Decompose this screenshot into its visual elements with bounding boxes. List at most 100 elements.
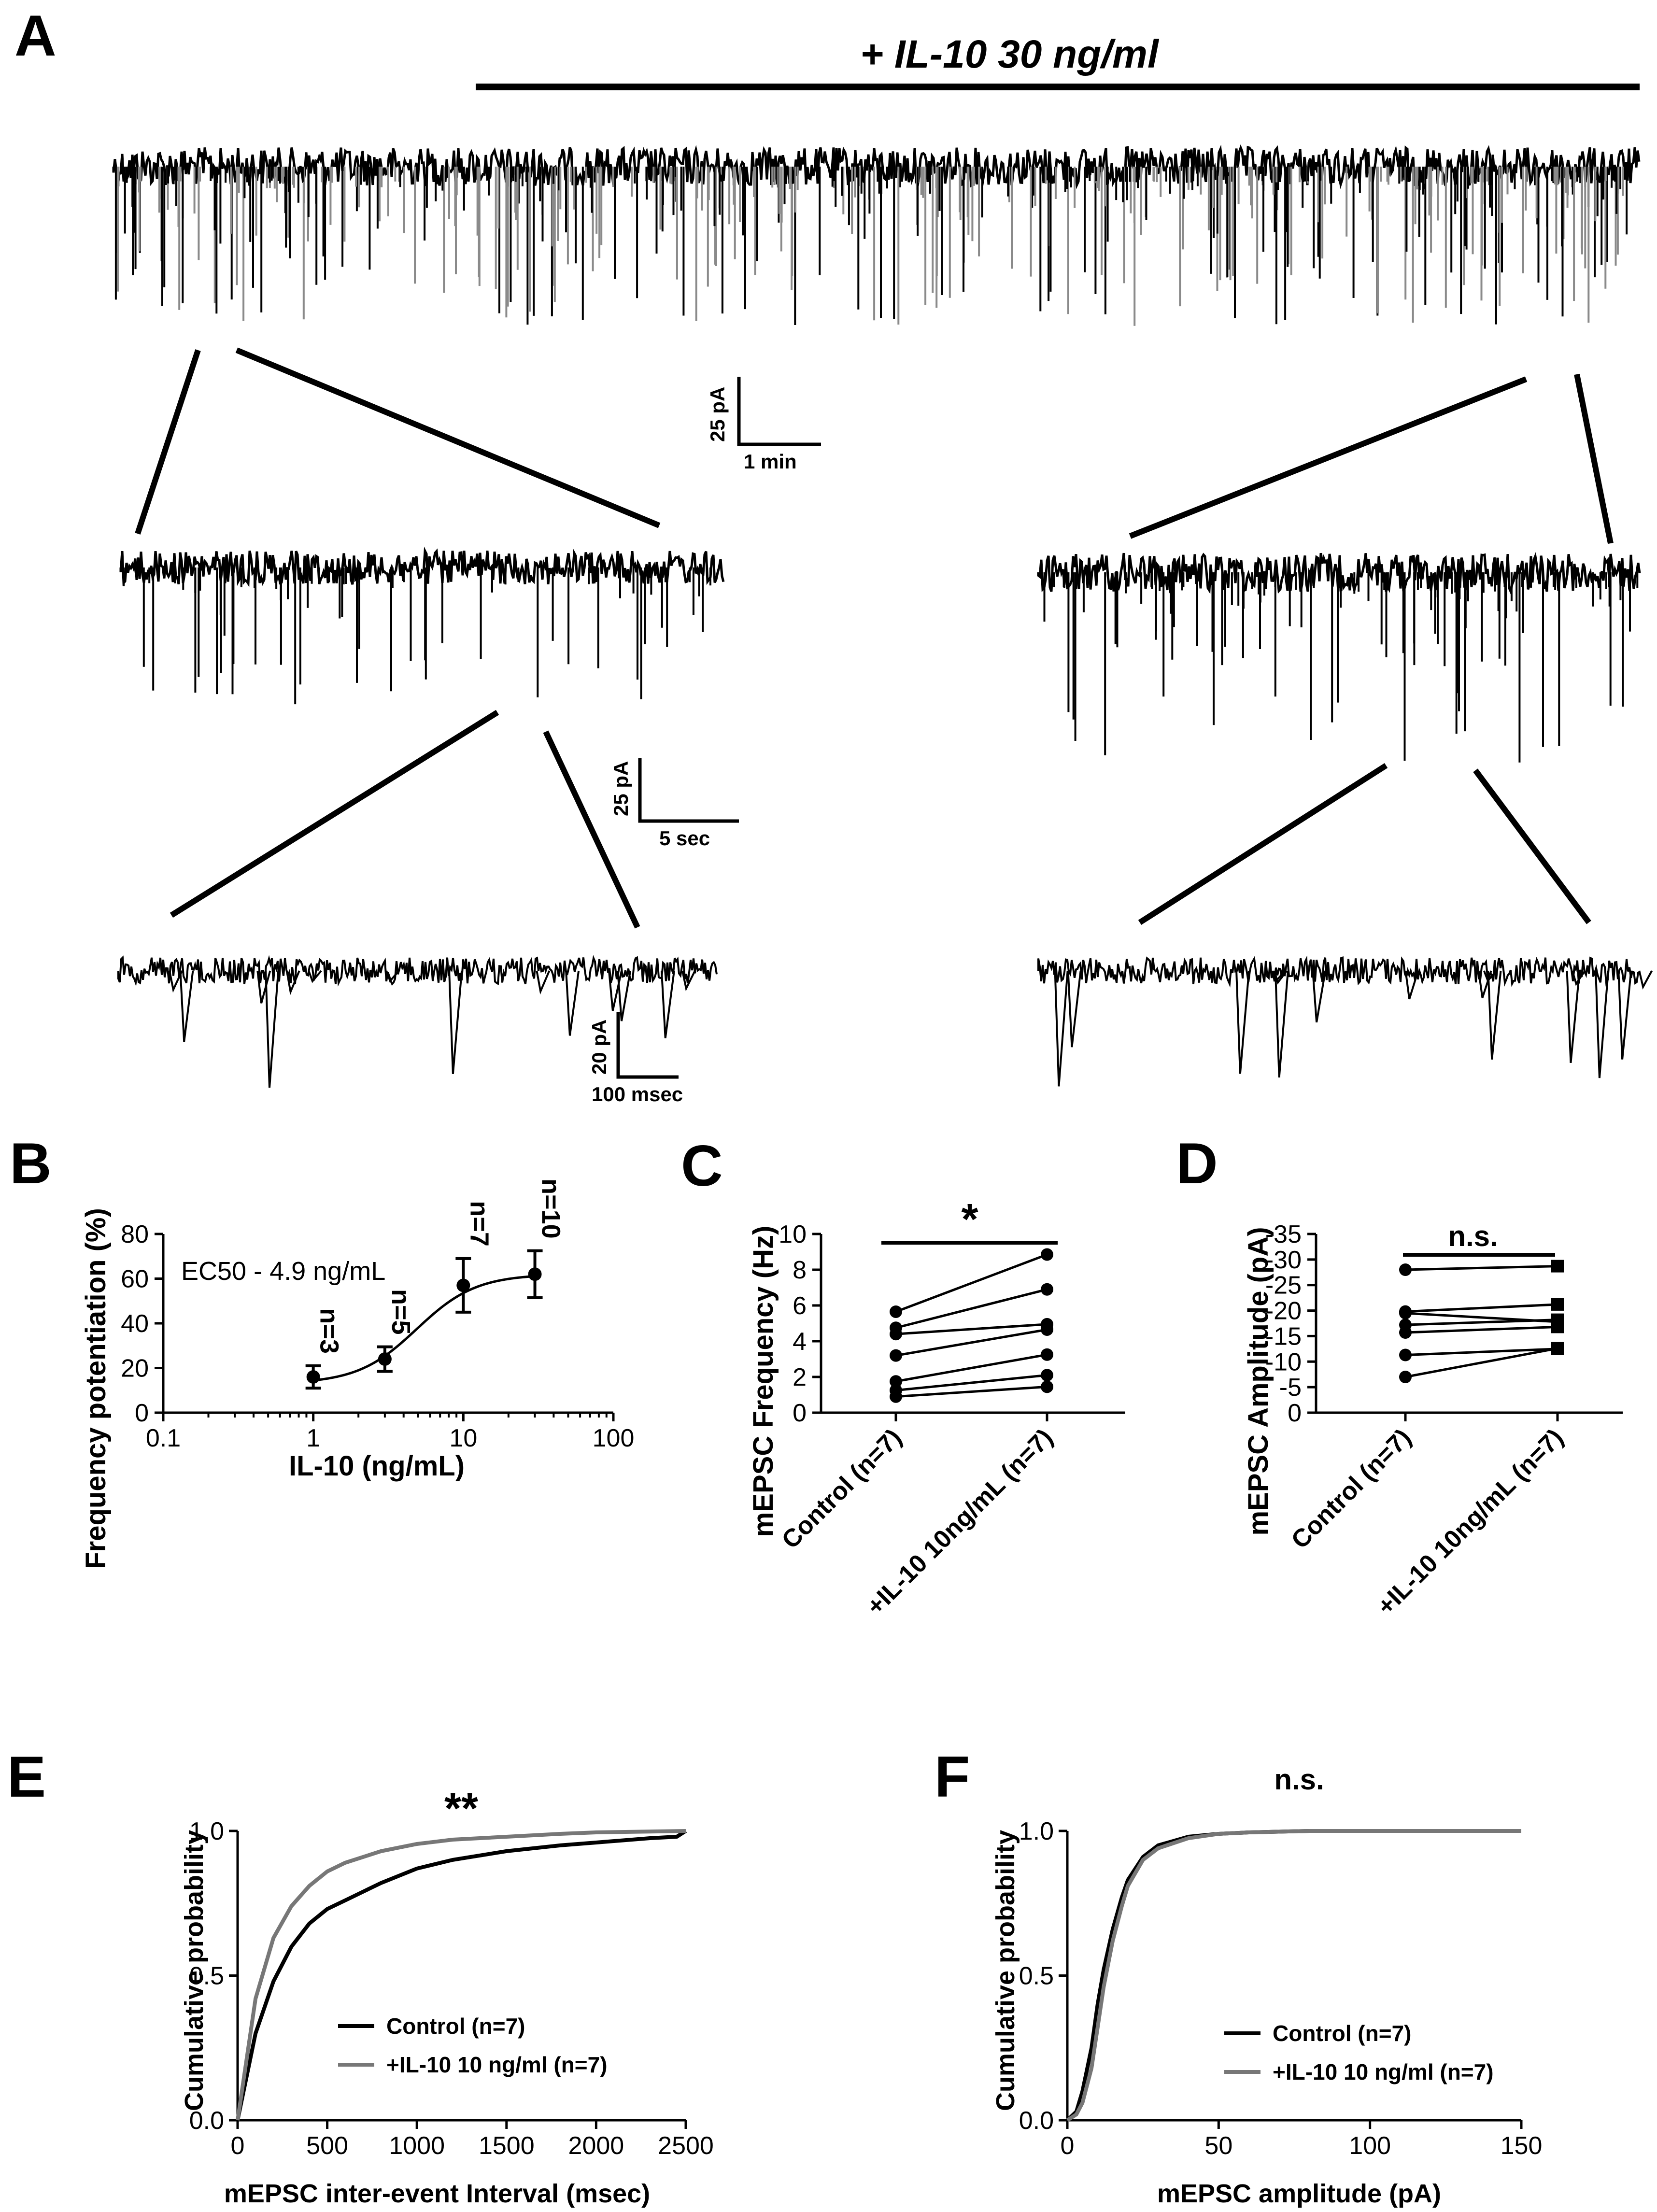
y-tick-label: 0.0: [1019, 2107, 1054, 2135]
x-tick-label: 50: [1204, 2132, 1232, 2160]
chart-d: mEPSC Amplitude (pA) n.s. 0-5-10-15-20-2…: [1243, 1220, 1623, 1621]
n-label: n=5: [386, 1289, 415, 1335]
control-point: [1399, 1263, 1412, 1276]
control-point: [1399, 1348, 1412, 1361]
n-label: n=7: [465, 1201, 494, 1247]
scalebar-bottom-time: 100 msec: [592, 1083, 683, 1106]
mepsc-event: [1067, 970, 1082, 1048]
n-label: n=10: [537, 1178, 566, 1239]
control-point: [890, 1349, 902, 1362]
mepsc-event: [385, 970, 400, 983]
pair-line: [1405, 1347, 1558, 1378]
mepsc-event: [179, 970, 194, 1042]
trace-baseline: [1037, 955, 1640, 988]
chart-f-ylabel: Cumulative probability: [991, 1830, 1020, 2111]
y-tick-label: 80: [121, 1220, 149, 1248]
x-tick-label: 1: [306, 1424, 320, 1452]
scalebar-top-amp: 25 pA: [706, 387, 729, 442]
mepsc-event: [285, 970, 300, 995]
y-tick-label: -30: [1265, 1246, 1302, 1274]
mepsc-event: [265, 970, 280, 1088]
y-tick-label: -10: [1265, 1348, 1302, 1376]
y-tick-label: -15: [1265, 1322, 1302, 1350]
x-tick-label: 2500: [658, 2132, 714, 2160]
mepsc-event: [308, 970, 322, 983]
x-tick-label: 10: [449, 1424, 477, 1452]
n-label: n=3: [315, 1308, 344, 1354]
chart-d-ylabel: mEPSC Amplitude (pA): [1243, 1227, 1274, 1535]
trace-full-recording: [112, 144, 1641, 326]
mepsc-event: [448, 970, 463, 1074]
mepsc-event: [536, 970, 551, 995]
pair-line: [895, 1353, 1048, 1383]
pair-line: [1405, 1303, 1558, 1313]
treatment-point: [1551, 1260, 1564, 1273]
mepsc-event: [256, 970, 271, 1004]
treatment-point: [1551, 1298, 1564, 1311]
mepsc-event: [1617, 970, 1632, 1060]
trace-control-detail: [117, 955, 718, 1088]
treatment-point: [1041, 1380, 1053, 1393]
treatment-point: [1041, 1323, 1053, 1336]
x-tick-label: 150: [1501, 2132, 1543, 2160]
scalebar-top-time: 1 min: [744, 450, 797, 473]
scalebar-bottom-amp: 20 pA: [588, 1020, 610, 1075]
series-line: [1066, 1829, 1521, 2122]
mepsc-event: [1487, 970, 1502, 1060]
chart-e-ylabel: Cumulative probability: [180, 1830, 209, 2111]
panel-label-b: B: [10, 1131, 52, 1196]
legend-label: +IL-10 10 ng/ml (n=7): [386, 2052, 608, 2077]
chart-c-significance: *: [961, 1195, 978, 1244]
pair-line: [1405, 1265, 1558, 1271]
panel-label-f: F: [935, 1744, 970, 1809]
trace-control-zoom: [119, 546, 725, 705]
chart-e-xlabel: mEPSC inter-event Interval (msec): [224, 2179, 650, 2208]
chart-b-xlabel: IL-10 (ng/mL): [289, 1450, 465, 1482]
x-tick-label: 100: [593, 1424, 635, 1452]
treatment-point: [1041, 1348, 1053, 1361]
data-point: [528, 1267, 542, 1281]
chart-f-xlabel: mEPSC amplitude (pA): [1157, 2179, 1441, 2208]
y-tick-label: 0.5: [189, 1962, 224, 1990]
legend-label: Control (n=7): [386, 2013, 525, 2039]
chart-e-significance: **: [444, 1785, 478, 1833]
scalebar-bottom: 20 pA 100 msec: [588, 1012, 683, 1106]
y-tick-label: 0.5: [1019, 1962, 1054, 1990]
scalebar-mid-time: 5 sec: [659, 827, 710, 850]
pair-line: [895, 1374, 1048, 1392]
pair-line: [1405, 1319, 1558, 1326]
x-tick-label: 0: [231, 2132, 245, 2160]
mepsc-event: [1595, 970, 1610, 1078]
pair-line: [1405, 1325, 1558, 1334]
y-tick-label: 0: [1288, 1399, 1302, 1427]
pair-line: [895, 1288, 1048, 1329]
mepsc-event: [681, 970, 696, 992]
control-point: [890, 1328, 902, 1341]
mepsc-event: [660, 970, 675, 1038]
x-tick-label: 100: [1349, 2132, 1391, 2160]
mepsc-event: [1404, 970, 1419, 1000]
y-tick-label: 2: [793, 1363, 807, 1391]
y-tick-label: 6: [793, 1292, 807, 1320]
panel-label-e: E: [7, 1744, 46, 1809]
y-tick-label: -5: [1279, 1374, 1302, 1402]
x-tick-label: 0: [1061, 2132, 1075, 2160]
trace-baseline: [112, 144, 1641, 189]
mepsc-event: [169, 970, 183, 993]
y-tick-label: -25: [1265, 1272, 1302, 1300]
pair-line: [895, 1253, 1048, 1313]
x-tick-label: 1500: [479, 2132, 535, 2160]
legend-label: +IL-10 10 ng/ml (n=7): [1273, 2059, 1494, 2084]
panel-label-c: C: [681, 1134, 723, 1198]
chart-f-significance: n.s.: [1274, 1763, 1324, 1796]
pair-line: [895, 1328, 1048, 1357]
pair-line: [895, 1323, 1048, 1335]
y-tick-label: 8: [793, 1256, 807, 1284]
series-line: [236, 1829, 687, 2121]
mepsc-event: [1235, 970, 1250, 1074]
scalebar-mid-amp: 25 pA: [609, 761, 632, 816]
mepsc-event: [1566, 970, 1581, 1063]
x-tick-label: 2000: [568, 2132, 624, 2160]
mepsc-event: [565, 970, 580, 1036]
